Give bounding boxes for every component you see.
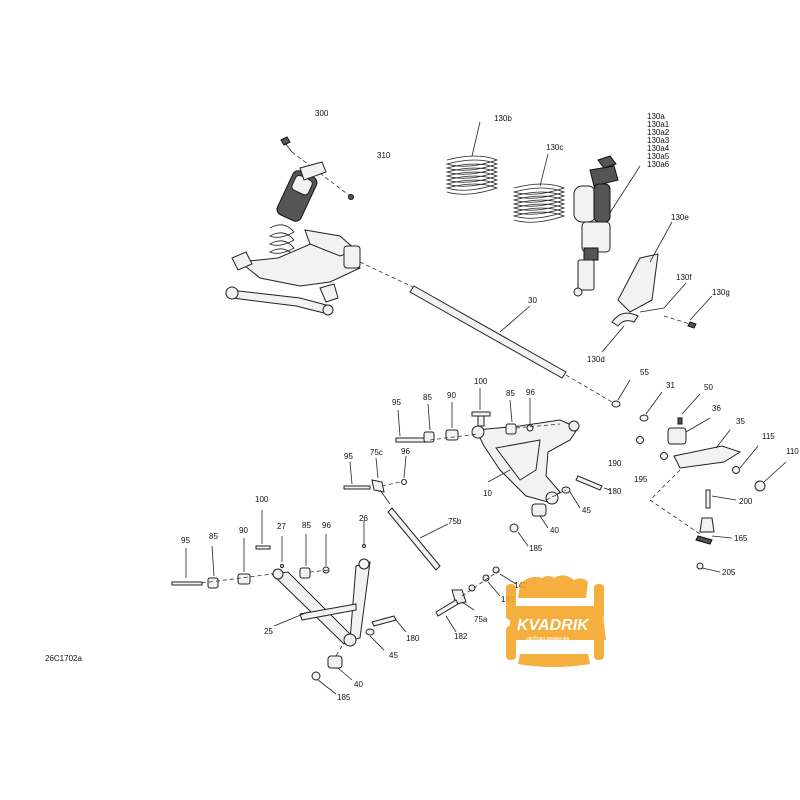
callout-205: 205	[722, 568, 736, 577]
shock-bracket-130e	[617, 221, 713, 329]
callout-130a6: 130a6	[647, 160, 670, 169]
callout-96-upper: 96	[526, 388, 535, 397]
shaft-30	[409, 285, 613, 403]
callout-130a2: 130a2	[647, 128, 670, 137]
callout-55: 55	[640, 368, 649, 377]
callout-180-upper: 180	[608, 487, 622, 496]
clip-130d	[601, 312, 639, 353]
callout-labels: 300 310 130b 130c 130a 130a1 130a2 130a3…	[45, 109, 799, 702]
callout-26: 26	[359, 514, 368, 523]
spring-130b	[445, 121, 499, 195]
callout-90-upper: 90	[447, 391, 456, 400]
lower-control-arm-25	[171, 510, 407, 695]
callout-130a3: 130a3	[647, 136, 670, 145]
callout-310: 310	[377, 151, 391, 160]
callout-85-upper: 85	[423, 393, 432, 402]
callout-50: 50	[704, 383, 713, 392]
callout-96-lower: 96	[322, 521, 331, 530]
callout-300: 300	[315, 109, 329, 118]
callout-185-upper: 185	[529, 544, 543, 553]
callout-130g: 130g	[712, 288, 730, 297]
callout-75a: 75a	[474, 615, 488, 624]
callout-130a5: 130a5	[647, 152, 670, 161]
diagram-code: 26C1702a	[45, 654, 82, 663]
callout-165: 165	[734, 534, 748, 543]
tie-rod-75b	[343, 455, 517, 633]
callout-10: 10	[483, 489, 492, 498]
callout-40-lower: 40	[354, 680, 363, 689]
callout-190: 190	[608, 459, 622, 468]
callout-27: 27	[277, 522, 286, 531]
callout-85-lower: 85	[209, 532, 218, 541]
callout-85-lower-right: 85	[302, 521, 311, 530]
callout-35: 35	[736, 417, 745, 426]
rear-shock-arm-assembly	[225, 136, 416, 316]
callout-200: 200	[739, 497, 753, 506]
callout-45-lower: 45	[389, 651, 398, 660]
callout-185-lower: 185	[337, 693, 351, 702]
callout-130c: 130c	[546, 143, 563, 152]
callout-40-upper: 40	[550, 526, 559, 535]
callout-95-upper: 95	[392, 398, 401, 407]
callout-115: 115	[762, 432, 775, 441]
callout-45-upper: 45	[582, 506, 591, 515]
sway-link-parts	[611, 379, 787, 573]
callout-36: 36	[712, 404, 721, 413]
shock-absorber-130a	[573, 155, 641, 297]
callout-130a4: 130a4	[647, 144, 670, 153]
callout-30: 30	[528, 296, 537, 305]
callout-130e: 130e	[671, 213, 689, 222]
callout-31: 31	[666, 381, 675, 390]
callout-195: 195	[634, 475, 648, 484]
watermark-logo: KVADRIK свобода движения	[506, 575, 606, 667]
callout-130f: 130f	[676, 273, 692, 282]
callout-100-upper: 100	[474, 377, 488, 386]
callout-85-upper-right: 85	[506, 389, 515, 398]
callout-90-lower: 90	[239, 526, 248, 535]
callout-75b: 75b	[448, 517, 462, 526]
spring-130c	[512, 153, 566, 223]
callout-110: 110	[786, 447, 799, 456]
callout-100-lower: 100	[255, 495, 269, 504]
atv-wheel-frame-icon	[506, 575, 606, 667]
watermark-name: KVADRIK	[517, 617, 590, 634]
callout-130a1: 130a1	[647, 120, 670, 129]
callout-95-lower: 95	[181, 536, 190, 545]
callout-130b: 130b	[494, 114, 512, 123]
callout-96-tierod: 96	[401, 447, 410, 456]
callout-25: 25	[264, 627, 273, 636]
callout-182: 182	[454, 632, 468, 641]
callout-95-tierod: 95	[344, 452, 353, 461]
callout-75c: 75c	[370, 448, 383, 457]
callout-130a: 130a	[647, 112, 665, 121]
callout-130d: 130d	[587, 355, 605, 364]
upper-control-arm-10	[395, 388, 611, 547]
callout-180-lower: 180	[406, 634, 420, 643]
watermark-tagline: свобода движения	[526, 636, 570, 642]
